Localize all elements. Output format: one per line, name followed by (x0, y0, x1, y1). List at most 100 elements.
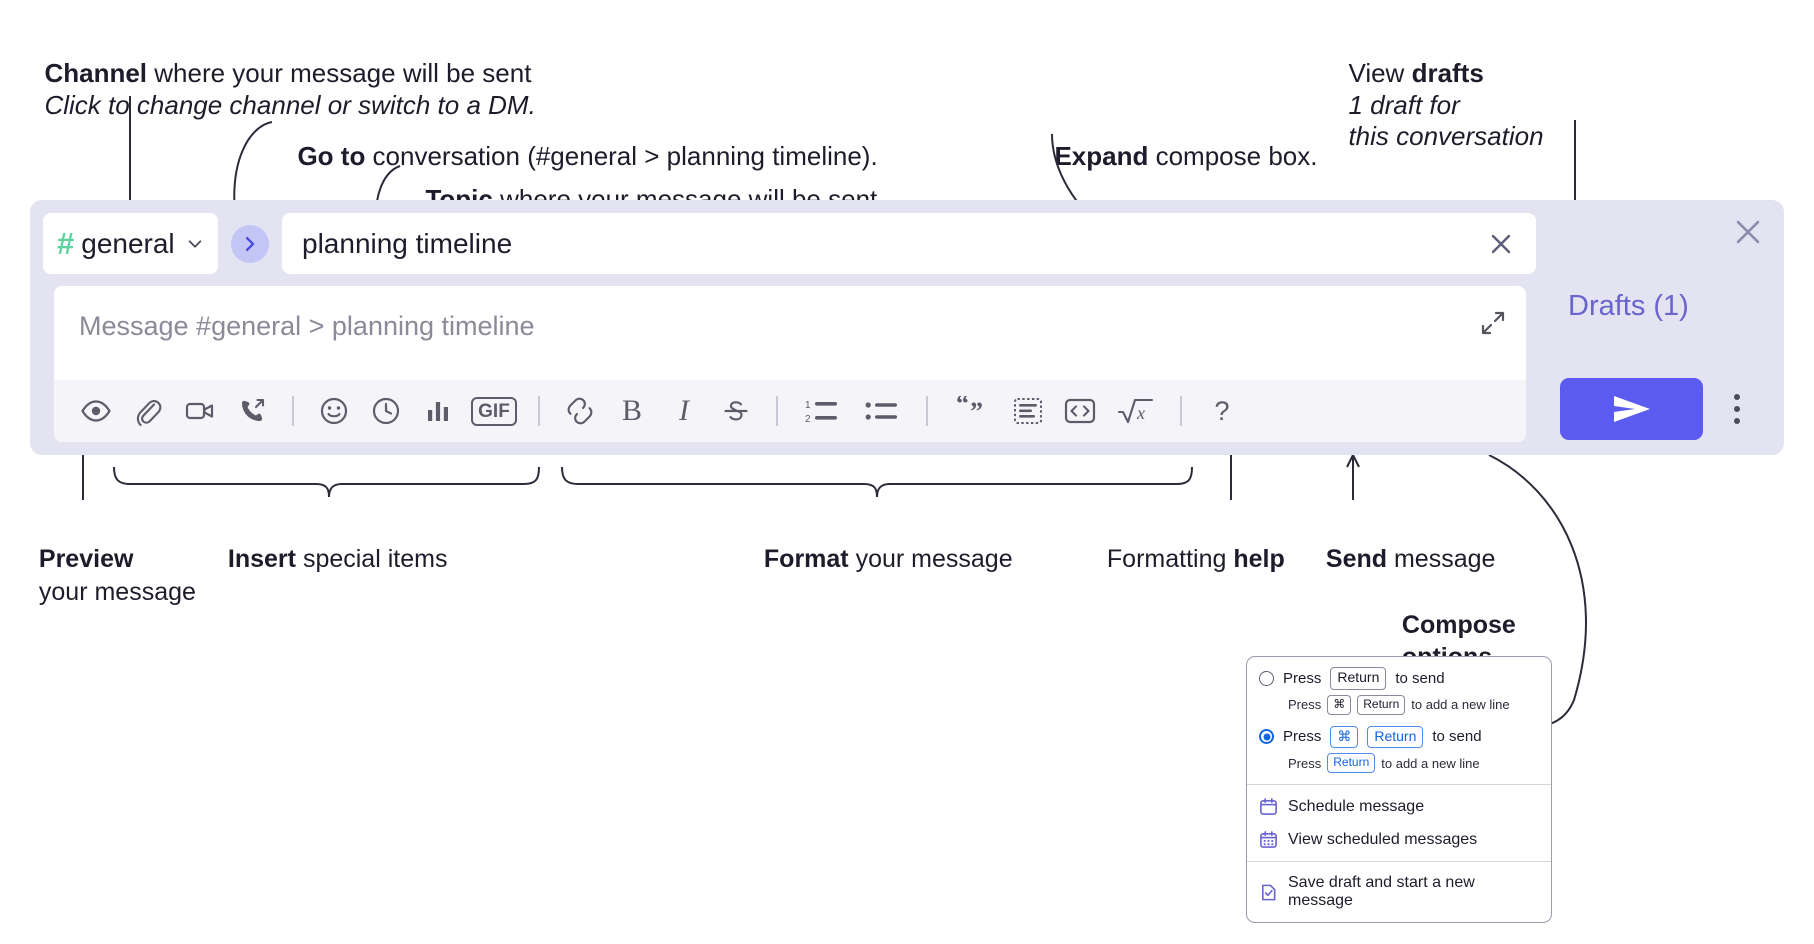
svg-text:“: “ (956, 396, 969, 418)
more-vertical-icon (1734, 394, 1740, 400)
blockquote-button[interactable]: “ ” (942, 389, 1002, 433)
eye-icon (81, 400, 111, 422)
annotation-channel-sub: Click to change channel or switch to a D… (30, 56, 535, 122)
svg-text:”: ” (970, 397, 983, 426)
chevron-down-icon (188, 239, 202, 248)
toolbar-divider (1180, 396, 1182, 426)
draft-group: Save draft and start a new message (1247, 862, 1551, 922)
send-option-2-hint: Press Return to add a new line (1288, 753, 1539, 773)
link-icon (567, 397, 593, 425)
emoji-button[interactable] (308, 389, 360, 433)
question-mark-icon: ? (1214, 395, 1230, 426)
annotation-send-bold: Send (1325, 544, 1388, 573)
send-option-2[interactable]: Press ⌘ Return to send Press Return to a… (1247, 725, 1551, 785)
annotation-channel: Channel where your message will be sent (30, 24, 531, 90)
more-vertical-icon (1734, 406, 1740, 412)
channel-name: general (81, 227, 175, 259)
poll-button[interactable] (412, 389, 464, 433)
italic-button[interactable]: I (658, 389, 710, 433)
svg-text:1: 1 (805, 400, 811, 411)
link-button[interactable] (554, 389, 606, 433)
formatting-help-button[interactable]: ? (1196, 389, 1248, 433)
bold-button[interactable]: B (606, 389, 658, 433)
option-2-sub-suffix: to add a new line (1381, 755, 1480, 771)
hash-icon: # (57, 226, 74, 261)
message-input-area[interactable]: Message #general > planning timeline (54, 286, 1526, 442)
code-block-icon (1014, 398, 1042, 424)
paperclip-icon (136, 400, 162, 426)
annotation-drafts-plain: View (1348, 57, 1412, 88)
svg-text:x: x (1136, 403, 1145, 423)
topic-field[interactable]: planning timeline (282, 213, 1536, 274)
drafts-link[interactable]: Drafts (1) (1568, 290, 1689, 322)
compose-options-button[interactable] (1722, 385, 1752, 433)
key-command: ⌘ (1330, 725, 1359, 748)
annotation-drafts-bold: drafts (1411, 57, 1484, 88)
compose-header-row: # general planning timeline (43, 213, 1536, 274)
menu-divider (1247, 784, 1551, 785)
send-option-1-row[interactable]: Press Return to send (1259, 667, 1539, 690)
send-option-1-hint: Press ⌘ Return to add a new line (1288, 694, 1539, 715)
bulleted-list-button[interactable] (852, 389, 912, 433)
bold-icon: B (621, 394, 642, 427)
annotation-format: Format your message (750, 512, 1013, 575)
ordered-list-icon: 1 2 (805, 400, 837, 425)
compose-options-menu: Press Return to send Press ⌘ Return to a… (1246, 656, 1552, 923)
goto-conversation-button[interactable] (231, 224, 269, 263)
menu-item-save-draft[interactable]: Save draft and start a new message (1247, 867, 1551, 917)
close-icon (1736, 220, 1760, 244)
key-return: Return (1367, 725, 1424, 748)
compose-panel: # general planning timeline (30, 200, 1784, 455)
annotation-channel-rest: where your message will be sent (147, 57, 532, 88)
bar-chart-icon (428, 402, 448, 421)
topic-clear-button[interactable] (1484, 227, 1518, 261)
formatting-toolbar: GIF B I (54, 380, 1526, 442)
radio-return-to-send[interactable] (1259, 670, 1274, 686)
topic-value: planning timeline (302, 227, 513, 259)
annotation-channel-bold: Channel (44, 57, 148, 88)
option-2-sub-press: Press (1288, 755, 1322, 771)
menu-item-label: Schedule message (1288, 797, 1425, 815)
annotation-drafts-italic-2: this conversation (1348, 120, 1544, 151)
send-paper-plane-icon (1613, 396, 1650, 422)
more-vertical-icon (1734, 418, 1740, 424)
audio-clip-button[interactable] (226, 389, 278, 433)
ordered-list-button[interactable]: 1 2 (792, 389, 852, 433)
option-1-sub-press: Press (1288, 697, 1322, 712)
annotation-drafts-sub1: 1 draft for (1334, 56, 1459, 122)
expand-compose-button[interactable] (1476, 306, 1510, 340)
video-clip-button[interactable] (174, 389, 226, 433)
strikethrough-icon (724, 401, 748, 421)
attach-button[interactable] (122, 389, 174, 433)
clock-icon (372, 397, 400, 425)
annotation-insert-bold: Insert (227, 544, 296, 573)
code-button[interactable] (1054, 389, 1106, 433)
panel-close-button[interactable] (1730, 214, 1766, 250)
channel-selector[interactable]: # general (43, 213, 218, 274)
gif-label: GIF (471, 396, 517, 426)
smiley-icon (320, 397, 348, 425)
annotation-help-plain: Formatting (1106, 544, 1234, 573)
annotation-help-bold: help (1233, 544, 1285, 573)
annotation-format-rest: your message (848, 544, 1013, 573)
compose-inner: # general planning timeline (43, 213, 1536, 442)
preview-button[interactable] (70, 389, 122, 433)
send-option-1[interactable]: Press Return to send Press ⌘ Return to a… (1247, 657, 1551, 726)
gif-button[interactable]: GIF (464, 389, 524, 433)
code-icon (1064, 398, 1096, 424)
radio-command-return-to-send[interactable] (1259, 729, 1274, 745)
annotation-goto-bold: Go to (297, 140, 366, 171)
strikethrough-button[interactable] (710, 389, 762, 433)
menu-item-view-scheduled-messages[interactable]: View scheduled messages (1247, 823, 1551, 856)
menu-item-schedule-message[interactable]: Schedule message (1247, 790, 1551, 823)
menu-divider (1247, 861, 1551, 862)
annotation-expand-rest: compose box. (1148, 140, 1318, 171)
option-1-press: Press (1283, 669, 1322, 687)
message-placeholder: Message #general > planning timeline (79, 311, 535, 341)
math-button[interactable]: x (1106, 389, 1166, 433)
bulleted-list-icon (865, 402, 897, 420)
send-option-2-row[interactable]: Press ⌘ Return to send (1259, 725, 1539, 748)
code-block-button[interactable] (1002, 389, 1054, 433)
send-button[interactable] (1560, 378, 1703, 440)
reminder-button[interactable] (360, 389, 412, 433)
